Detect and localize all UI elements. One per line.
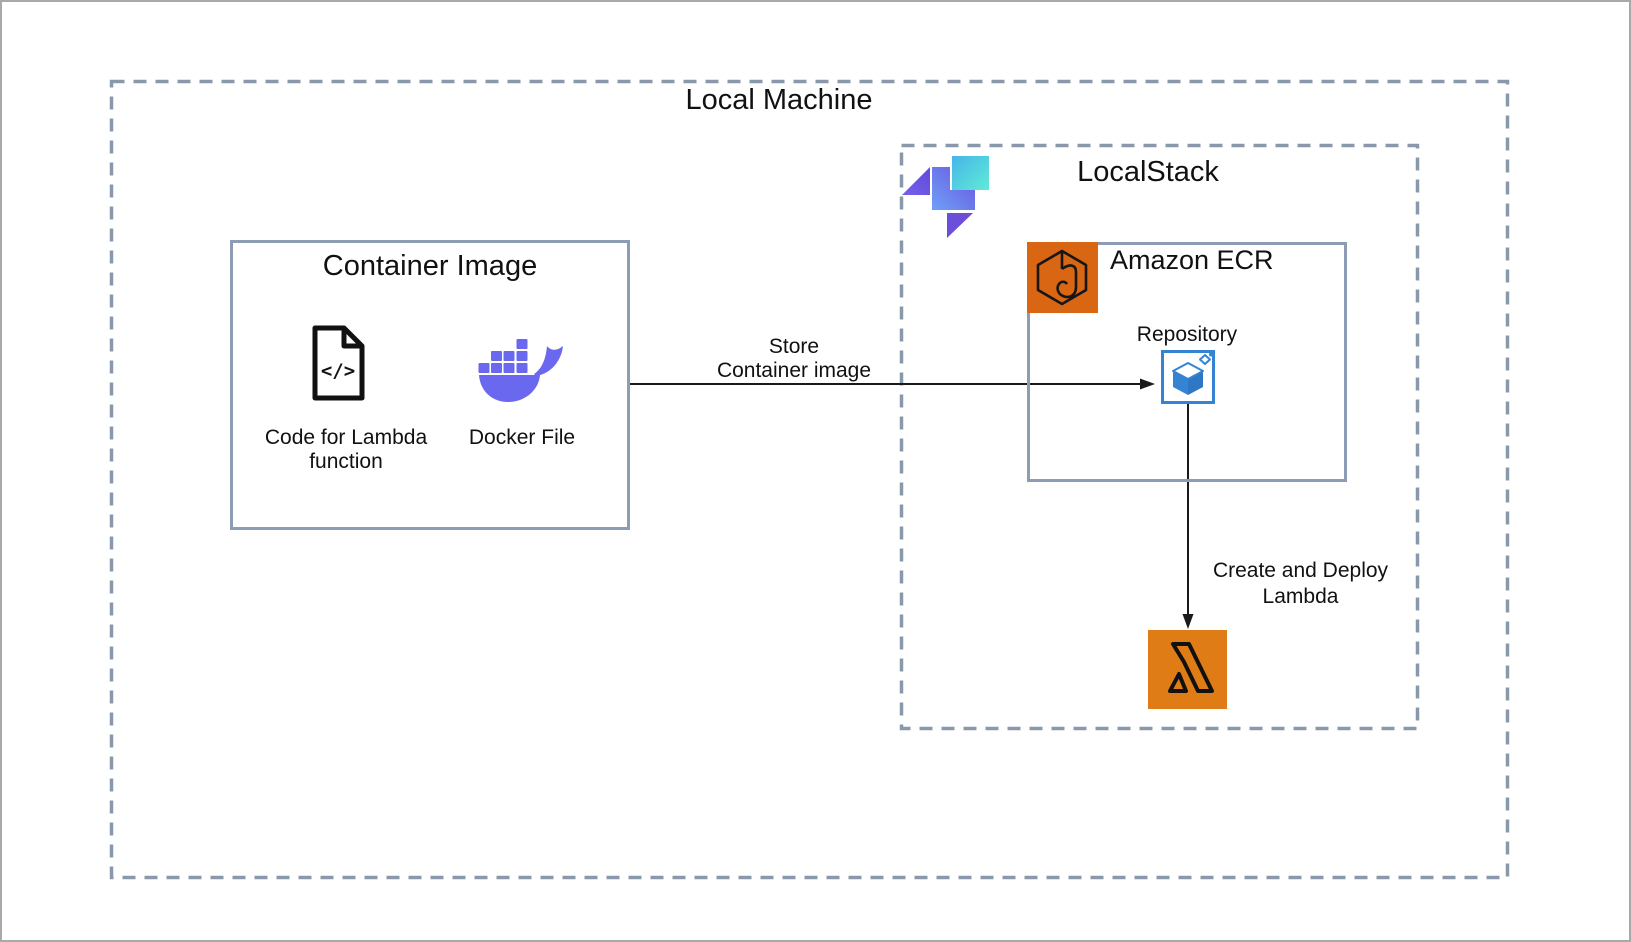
store-arrow-label: Store Container image — [716, 335, 872, 382]
docker-whale-icon — [478, 339, 563, 402]
code-file-icon: </> — [312, 325, 365, 401]
container-image-box — [230, 240, 630, 530]
container-image-title: Container Image — [322, 250, 538, 282]
amazon-ecr-title: Amazon ECR — [1110, 245, 1274, 275]
aws-lambda-icon — [1148, 630, 1227, 709]
amazon-ecr-icon — [1027, 242, 1098, 313]
docker-file-label: Docker File — [468, 426, 576, 449]
repository-label: Repository — [1136, 323, 1238, 346]
localstack-title: LocalStack — [1077, 156, 1219, 188]
localstack-logo — [902, 156, 989, 238]
code-file-label: Code for Lambda function — [264, 426, 428, 473]
ecr-repository-icon — [1161, 350, 1215, 404]
code-glyph: </> — [321, 360, 355, 382]
amazon-ecr-box — [1027, 242, 1347, 482]
local-machine-title: Local Machine — [685, 84, 873, 116]
deploy-arrow-label: Create and Deploy Lambda — [1212, 559, 1389, 608]
